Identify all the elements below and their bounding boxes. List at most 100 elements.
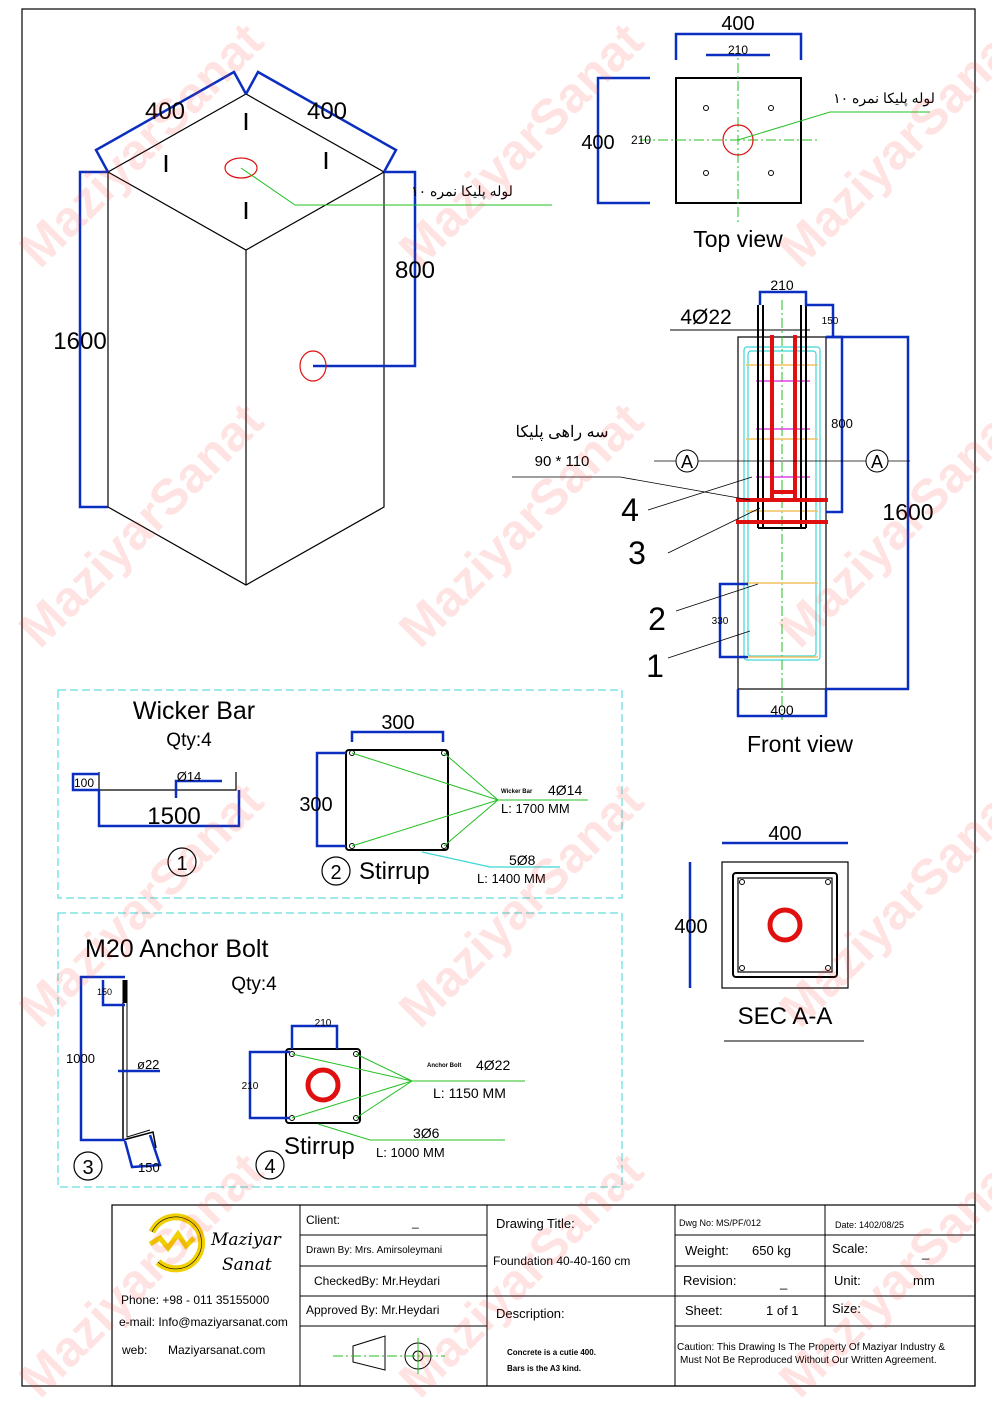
dim-label: 400 [674,916,707,938]
view-title: Top view [693,226,783,252]
dim-line [78,170,108,509]
top-view: 400 210 400 210 لوله پلیکا نمره ۱۰ Top v… [581,13,935,252]
anchor-bolt-icon [164,113,328,219]
stirrup-length: L: 1400 MM [477,871,546,886]
dim-label: 210 [631,133,651,147]
callout-1: 1 [646,648,664,684]
client-value: _ [411,1215,419,1229]
tee-label: سه راهی پلیکا [515,424,608,441]
stirrup-length: L: 1000 MM [376,1145,445,1160]
weight-value: 650 kg [752,1243,791,1258]
scale-value: _ [921,1245,930,1260]
dwg-no: Dwg No: MS/PF/012 [679,1218,761,1228]
bar-tag: Wicker Bar [501,789,533,795]
pipe-label: لوله پلیکا نمره ۱۰ [833,90,935,107]
anchor-bolt-panel: M20 Anchor Bolt Qty:4 150 1000 ø22 150 3… [57,912,623,1188]
drawn-by: Drawn By: Mrs. Amirsoleymani [306,1245,442,1256]
tee-size: 90 * 110 [535,453,590,470]
panel-title: Wicker Bar [133,697,255,725]
bar-length: L: 1700 MM [501,801,570,816]
web-label: web: [121,1343,147,1357]
dim-line [94,70,248,173]
item-number: 3 [82,1157,93,1179]
qty-label: Qty:4 [166,730,212,751]
anchor-bolts [757,305,807,529]
description-line: Bars is the A3 kind. [507,1364,581,1373]
email[interactable]: e-mail: Info@maziyarsanat.com [119,1315,288,1329]
callout-4: 4 [621,492,639,528]
pipe-label: لوله پلیکا نمره ۱۰ [411,183,513,200]
bar-tag: Anchor Bolt [427,1063,461,1069]
diameter-label: Ø14 [177,769,202,784]
drawing-title: Foundation 40-40-160 cm [493,1254,630,1268]
sheet-value: 1 of 1 [766,1303,799,1318]
qty-label: Qty:4 [231,974,277,995]
company-name: Sanat [222,1255,272,1275]
dim-label: 1000 [66,1051,95,1066]
dim-label: 1600 [882,499,933,525]
revision-label: Revision: [683,1273,736,1288]
part-title: Stirrup [359,858,430,885]
dim-label: 800 [395,257,435,284]
diameter-label: ø22 [137,1057,159,1072]
dim-label: 100 [74,776,94,790]
dim-label: 150 [97,987,112,997]
stirrup-spec: 5Ø8 [509,852,536,868]
part-title: Stirrup [284,1133,355,1160]
panel-title: M20 Anchor Bolt [85,935,268,963]
view-title: SEC A-A [738,1003,833,1030]
dim-label: 1600 [53,328,106,355]
dim-line [244,70,398,173]
description-line: Concrete is a cutie 400. [507,1348,596,1357]
section-marker: A [871,452,883,472]
wicker-bar-panel: Wicker Bar Qty:4 100 Ø14 1500 1 300 300 … [57,689,623,899]
dim-label: 210 [242,1081,259,1092]
bar-length: L: 1150 MM [433,1085,506,1101]
client-label: Client: [306,1213,340,1227]
dim-label: 150 [138,1160,160,1175]
dim-label: 300 [381,712,414,734]
dim-label: 300 [299,794,332,816]
callout-3: 3 [628,535,646,571]
dim-line [313,170,417,368]
item-number: 2 [330,862,341,884]
dim-label: 800 [831,416,853,431]
dim-label: 400 [145,98,185,125]
callout-2: 2 [648,601,666,637]
sheet-label: Sheet: [685,1303,723,1318]
scale-label: Scale: [832,1241,868,1256]
isometric-view: 400 400 1600 800 لوله پلیکا نمره ۱۰ [53,70,552,586]
section-marker: A [681,452,693,472]
item-number: 1 [176,853,187,875]
title-block: Maziyar Sanat Phone: +98 - 011 35155000 … [111,1204,976,1387]
website[interactable]: Maziyarsanat.com [168,1343,265,1357]
dim-label: 210 [315,1018,332,1029]
description-label: Description: [496,1306,565,1321]
pipe-tee [736,335,828,524]
phone: Phone: +98 - 011 35155000 [121,1293,270,1307]
approved-by: Approved By: Mr.Heydari [306,1303,439,1317]
bolt-label: 4Ø22 [680,306,731,329]
dim-label: 210 [770,277,794,293]
dim-label: 400 [581,132,614,154]
stirrup-spec: 3Ø6 [413,1125,440,1141]
dim-label: 150 [822,316,839,327]
caution-line: Must Not Be Reproduced Without Our Writt… [680,1355,937,1366]
view-title: Front view [747,731,853,757]
pipe-outlet-icon [299,350,327,382]
dim-label: 400 [721,13,754,35]
weight-label: Weight: [685,1243,729,1258]
dim-label: 210 [728,43,748,57]
unit-label: Unit: [834,1273,861,1288]
dim-label: 400 [770,702,794,718]
dim-label: 400 [768,823,801,845]
dim-label: 1500 [147,803,200,830]
projection-symbol-icon [333,1335,445,1374]
item-number: 4 [264,1156,275,1178]
section-a-a: 400 400 SEC A-A [674,823,864,1042]
company-name: Maziyar [210,1230,282,1250]
front-view: A A 210 150 4Ø22 800 1600 400 330 سه راه… [512,277,934,757]
checked-by: CheckedBy: Mr.Heydari [314,1274,440,1288]
bar-spec: 4Ø22 [476,1057,510,1073]
